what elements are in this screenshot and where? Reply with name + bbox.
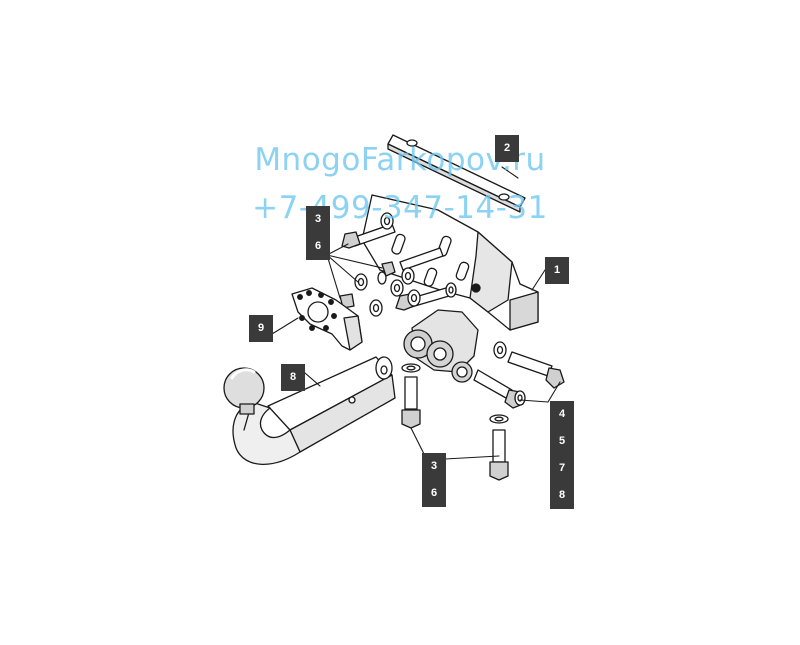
callout-number: 7: [558, 462, 566, 474]
watermark-site: MnogoFarkopov.ru: [254, 142, 546, 178]
callout-number: 8: [289, 371, 297, 383]
callout-parts-4-5-7-8: 4 5 7 8: [550, 401, 574, 509]
callout-number: 6: [430, 487, 438, 499]
tow-ball-bar-part: [223, 356, 396, 465]
callout-number: 9: [257, 322, 265, 334]
main-bracket-part: [361, 194, 539, 331]
callout-number: 1: [553, 264, 561, 276]
callout-number: 6: [314, 240, 322, 252]
watermark-phone: +7-499-347-14-31: [252, 190, 548, 226]
leader-lines: [271, 166, 561, 461]
callout-number: 5: [558, 435, 566, 447]
callout-number: 2: [503, 142, 511, 154]
callout-part-9: 9: [249, 315, 273, 342]
strap-plate-part: [387, 134, 526, 213]
callout-number: 4: [558, 408, 566, 420]
receiver-plate-part: [403, 309, 479, 383]
left-bolt-set: [341, 223, 450, 311]
right-bolt-set: [473, 341, 565, 409]
callout-number: 3: [430, 460, 438, 472]
callout-number: 8: [558, 489, 566, 501]
callout-number: 3: [314, 213, 322, 225]
washers-and-nuts: [339, 212, 457, 317]
socket-bracket-part: [291, 287, 363, 351]
callout-part-2: 2: [495, 135, 519, 162]
bottom-bolt-set: [401, 363, 509, 481]
callout-part-8-bar: 8: [281, 364, 305, 391]
callout-parts-3-6-lower: 3 6: [422, 453, 446, 507]
callout-parts-3-6-upper: 3 6: [306, 206, 330, 260]
callout-part-1: 1: [545, 257, 569, 284]
